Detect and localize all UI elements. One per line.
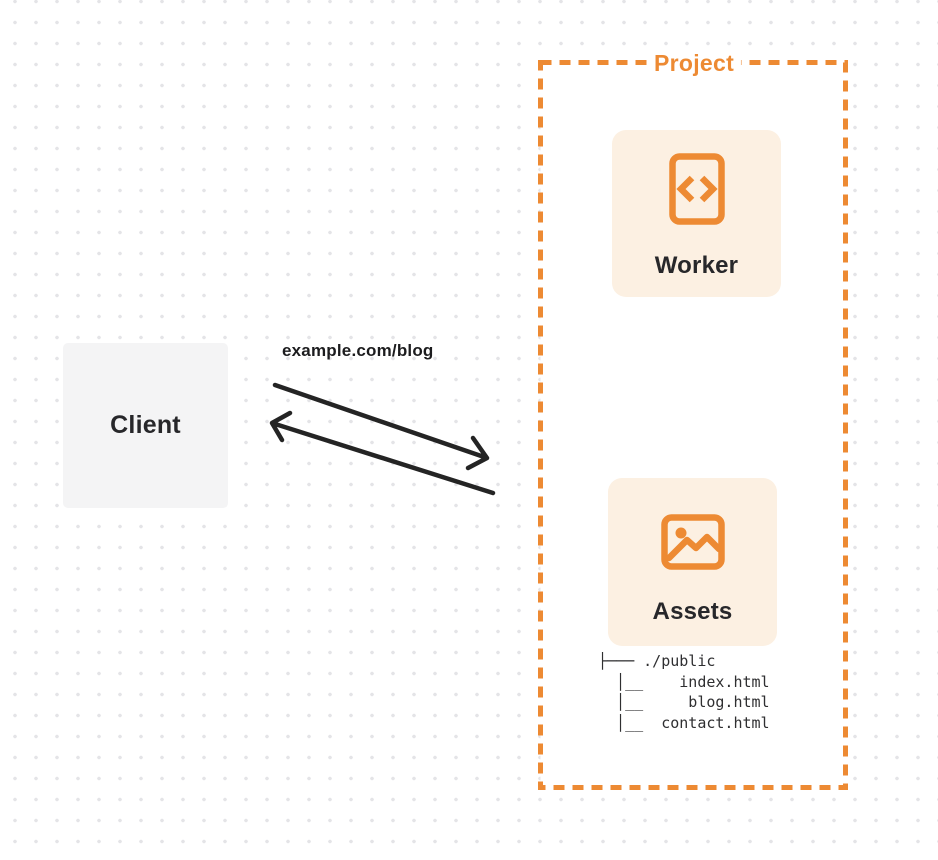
- image-icon-mountains: [665, 533, 722, 562]
- worker-label: Worker: [654, 252, 739, 279]
- assets-label: Assets: [652, 598, 733, 625]
- image-icon: [660, 514, 725, 570]
- request-arrow: [272, 382, 490, 471]
- client-label: Client: [110, 411, 181, 439]
- worker-node: Worker: [612, 130, 781, 297]
- response-arrow: [269, 410, 496, 496]
- image-icon-sun: [675, 527, 686, 539]
- request-url-label: example.com/blog: [282, 341, 434, 360]
- assets-node: Assets: [608, 478, 777, 646]
- client-node: Client: [63, 343, 228, 508]
- project-title: Project: [646, 50, 742, 76]
- public-file-tree: ├─── ./public │__ index.html │__ blog.ht…: [598, 652, 770, 732]
- code-document-icon: [668, 153, 725, 225]
- request-response-arrows: [269, 382, 496, 496]
